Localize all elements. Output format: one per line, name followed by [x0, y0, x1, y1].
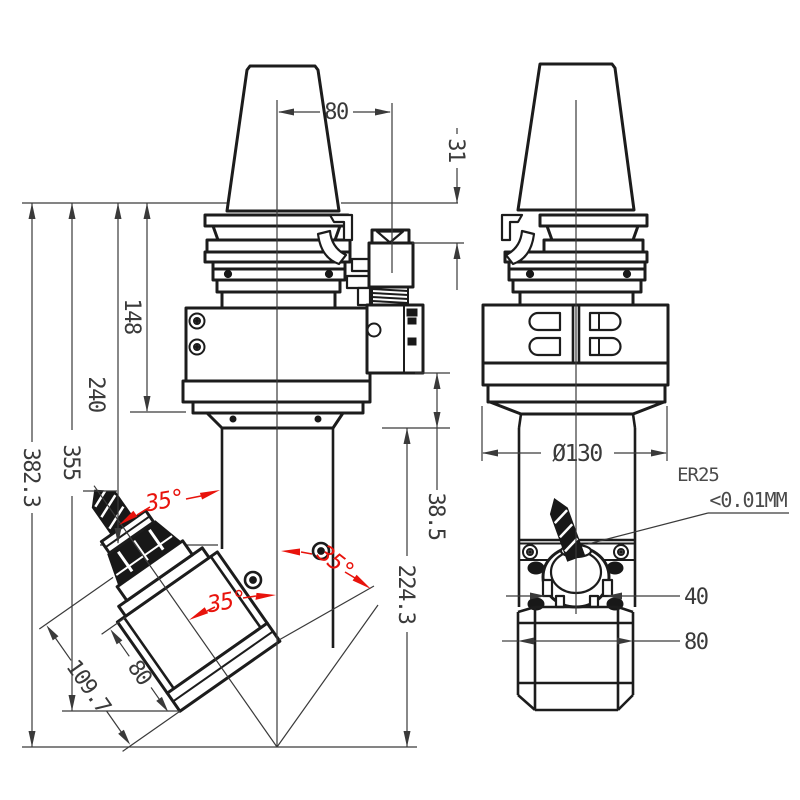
- dim-40: 40: [684, 585, 708, 610]
- angle-head-35deg: 80 109.7: [38, 485, 282, 752]
- dim-80-top: 80: [324, 100, 348, 125]
- dim-148: 148: [119, 298, 144, 333]
- dim-382-3: 382.3: [18, 448, 43, 507]
- dim-240: 240: [83, 376, 108, 411]
- end-mill-front: [549, 497, 586, 562]
- dim-dia-130: Ø130: [552, 441, 602, 467]
- bt-taper-cone: [225, 64, 341, 213]
- runout-label: <0.01MM: [709, 488, 787, 512]
- dim-38-5: 38.5: [423, 493, 448, 540]
- stop-block-assembly: [345, 228, 425, 375]
- dim-80-bottom: 80: [684, 630, 708, 655]
- flange-groove: [328, 213, 354, 242]
- gear-body: [184, 306, 372, 383]
- dim-224-3: 224.3: [393, 565, 418, 624]
- dimensions: 80 31 148 240 355 382.3 38.5: [18, 100, 789, 748]
- spring: [371, 287, 409, 305]
- collet-type-label: ER25: [677, 464, 719, 486]
- dim-109-7: 109.7: [61, 655, 115, 718]
- hex-base-block: [516, 605, 635, 712]
- angle-spindle-label: 35°: [143, 485, 186, 517]
- dim-355: 355: [58, 444, 83, 479]
- angle-face-label: 35°: [311, 540, 358, 585]
- dim-31: 31: [443, 138, 468, 162]
